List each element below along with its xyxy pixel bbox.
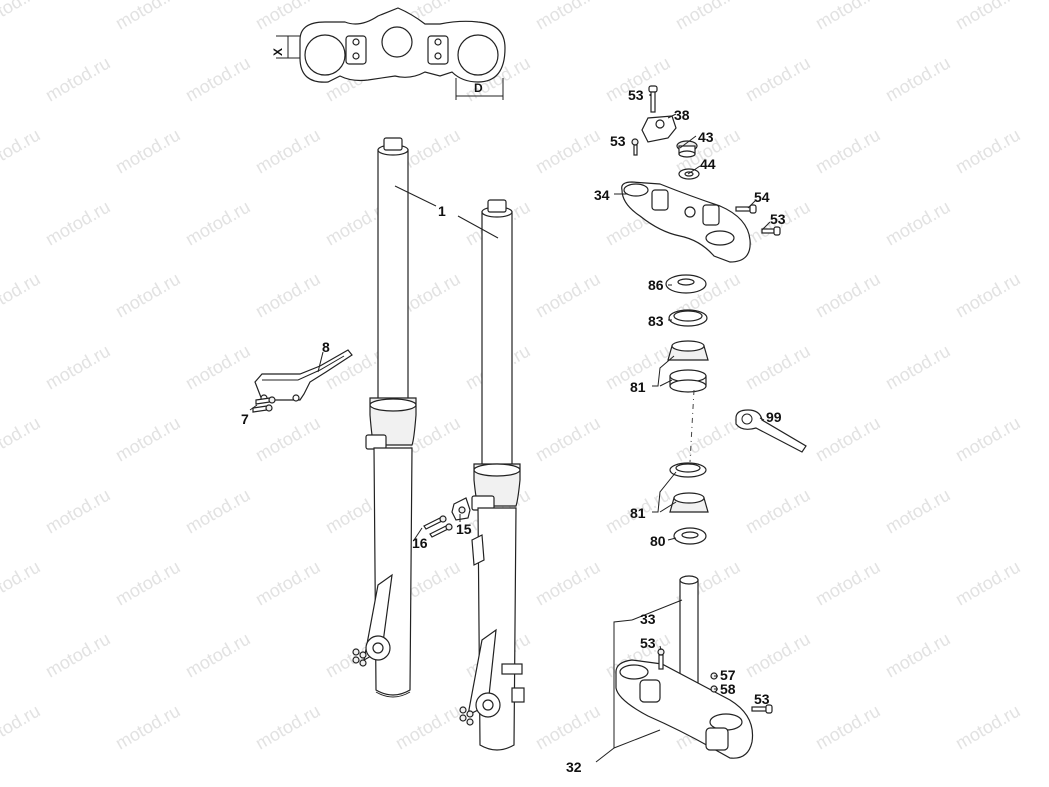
watermark-text: motod.ru [672,0,744,33]
watermark-text: motod.ru [952,269,1024,322]
watermark-text: motod.ru [252,269,324,322]
watermark-text: motod.ru [112,0,184,33]
callout-86: 86 [648,277,664,293]
steering-nut-wrench [735,409,807,453]
left-fork-leg [352,137,417,698]
dimension-x-label: X [271,48,285,56]
right-fork-leg [459,199,525,751]
callout-labels: 1 7 8 15 16 32 33 34 38 43 44 53 53 53 5… [241,87,786,775]
watermark-text: motod.ru [952,413,1024,466]
watermark-text: motod.ru [182,53,254,106]
screws-part-7 [252,396,276,413]
watermark-text: motod.ru [812,701,884,754]
watermark-text: motod.ru [812,125,884,178]
callout-44: 44 [700,156,716,172]
watermark-text: motod.ru [952,0,1024,33]
watermark-text: motod.ru [0,269,44,322]
watermark-text: motod.ru [42,485,114,538]
dimension-d-label: D [474,81,483,95]
callout-99: 99 [766,409,782,425]
callout-16: 16 [412,535,428,551]
watermark-text: motod.ru [742,485,814,538]
callout-81-upper: 81 [630,379,646,395]
watermark-text: motod.ru [532,0,604,33]
watermark-text: motod.ru [532,557,604,610]
callout-43: 43 [698,129,714,145]
watermark-text: motod.ru [182,197,254,250]
triple-clamp-dimension-view: X D [271,7,506,100]
callout-83: 83 [648,313,664,329]
callout-58: 58 [720,681,736,697]
callout-54: 54 [754,189,770,205]
watermark-text: motod.ru [882,341,954,394]
watermark-text: motod.ru [812,557,884,610]
watermark-text: motod.ru [882,629,954,682]
watermark-text: motod.ru [252,125,324,178]
steering-head-assembly [615,85,781,759]
watermark-text: motod.ru [182,485,254,538]
watermark-text: motod.ru [882,53,954,106]
watermark-text: motod.ru [182,341,254,394]
watermark-text: motod.ru [0,413,44,466]
callout-80: 80 [650,533,666,549]
watermark-text: motod.ru [0,701,44,754]
watermark-text: motod.ru [532,269,604,322]
watermark-text: motod.ru [392,701,464,754]
watermark-text: motod.ru [252,701,324,754]
callout-1: 1 [438,203,446,219]
watermark-text: motod.ru [252,413,324,466]
watermark-text: motod.ru [742,341,814,394]
watermark-text: motod.ru [742,629,814,682]
callout-53-top: 53 [628,87,644,103]
watermark-text: motod.ru [0,557,44,610]
callout-33: 33 [640,611,656,627]
callout-32: 32 [566,759,582,775]
callout-8: 8 [322,339,330,355]
watermark-text: motod.ru [882,485,954,538]
watermark-text: motod.ru [812,413,884,466]
watermark-text: motod.ru [952,701,1024,754]
watermark-text: motod.ru [42,629,114,682]
callout-53-right: 53 [770,211,786,227]
watermark-text: motod.ru [0,125,44,178]
screws-part-16 [423,515,453,538]
watermark-text: motod.ru [532,701,604,754]
callout-34: 34 [594,187,610,203]
callout-15: 15 [456,521,472,537]
watermark-text: motod.ru [252,557,324,610]
watermark-text: motod.ru [952,125,1024,178]
watermark-text: motod.ru [0,0,44,33]
callout-81-lower: 81 [630,505,646,521]
watermark-text: motod.ru [812,0,884,33]
watermark-text: motod.ru [182,629,254,682]
watermark-text: motod.ru [532,125,604,178]
callout-38: 38 [674,107,690,123]
callout-leader-lines [249,94,771,763]
callout-53-bottom: 53 [754,691,770,707]
watermark-text: motod.ru [112,125,184,178]
watermark-text: motod.ru [672,413,744,466]
watermark-text: motod.ru [742,53,814,106]
watermark-text: motod.ru [42,341,114,394]
watermark-text: motod.ru [882,197,954,250]
watermark-text: motod.ru [812,269,884,322]
clamp-part-15 [451,497,471,521]
watermark-text: motod.ru [112,701,184,754]
watermark-text: motod.ru [42,53,114,106]
callout-53-left: 53 [610,133,626,149]
watermark-text: motod.ru [112,413,184,466]
watermark-text: motod.ru [42,197,114,250]
callout-53-stem: 53 [640,635,656,651]
callout-7: 7 [241,411,249,427]
watermark-text: motod.ru [112,557,184,610]
watermark-text: motod.ru [532,413,604,466]
watermark-text: motod.ru [112,269,184,322]
watermark-text: motod.ru [952,557,1024,610]
callout-57: 57 [720,667,736,683]
